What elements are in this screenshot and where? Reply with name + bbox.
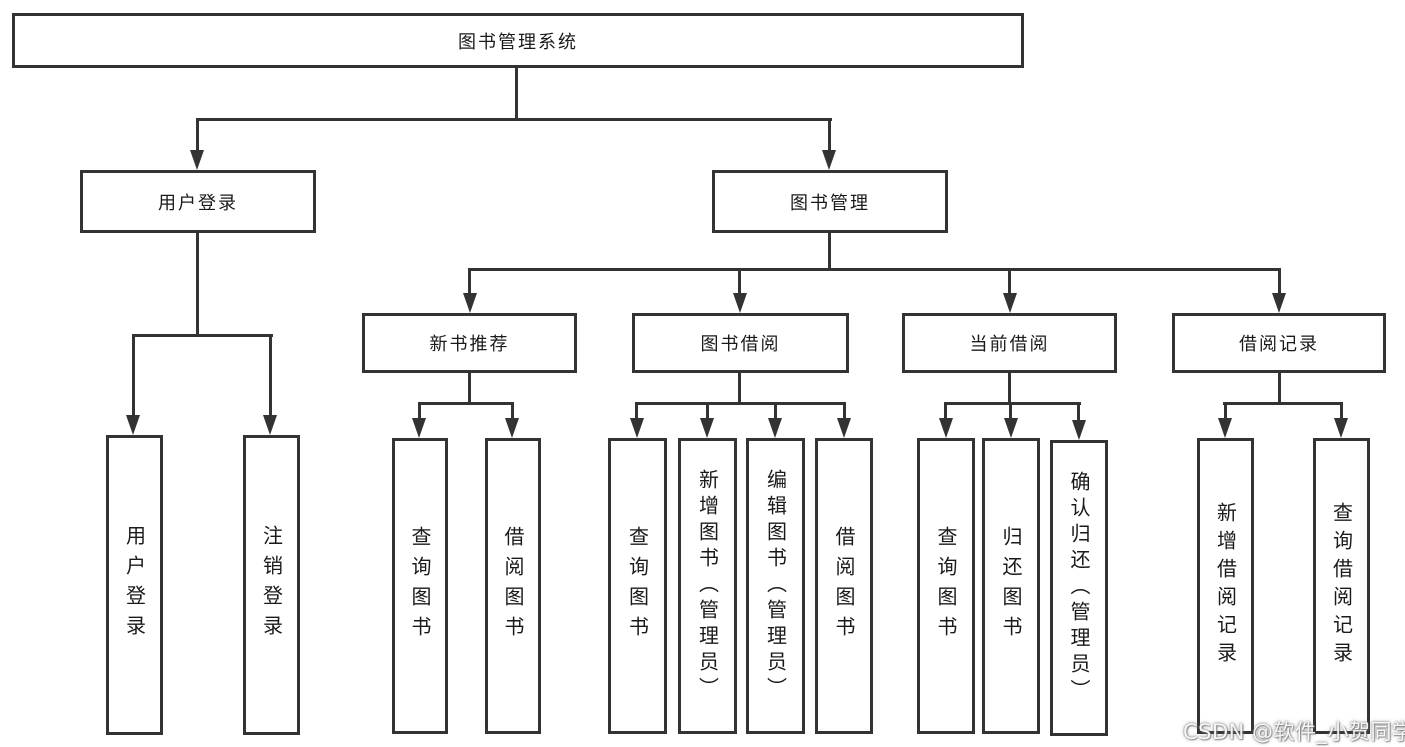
connector-line xyxy=(1008,373,1011,404)
connector-line xyxy=(196,121,199,151)
leaf-cb-query-book: 查询图书 xyxy=(917,438,975,734)
arrowhead-down-icon xyxy=(412,418,426,438)
csdn-watermark: CSDN @软件_小贺同学 xyxy=(1183,720,1405,744)
leaf-bb-query-book: 查询图书 xyxy=(608,438,667,734)
connector-line xyxy=(774,405,777,418)
leaf-bb-borrow-book-label: 借阅图书 xyxy=(832,526,856,646)
connector-line xyxy=(635,402,846,405)
arrowhead-down-icon xyxy=(1072,420,1086,440)
arrowhead-down-icon xyxy=(733,293,747,313)
arrowhead-down-icon xyxy=(1003,293,1017,313)
node-user-login-label: 用户登录 xyxy=(158,192,238,214)
arrowhead-down-icon xyxy=(822,150,836,170)
connector-line xyxy=(468,268,1281,271)
leaf-nb-borrow-book-label: 借阅图书 xyxy=(501,526,525,646)
connector-line xyxy=(843,405,846,418)
arrowhead-down-icon xyxy=(939,418,953,438)
leaf-bb-edit-book-label: 编辑图书（管理员） xyxy=(763,469,788,703)
leaf-logout-label: 注销登录 xyxy=(259,525,284,645)
connector-line xyxy=(828,121,831,151)
connector-line xyxy=(738,373,741,404)
node-book-management: 图书管理 xyxy=(712,170,948,233)
connector-line xyxy=(132,334,273,337)
leaf-bb-borrow-book: 借阅图书 xyxy=(815,438,873,734)
leaf-user-login: 用户登录 xyxy=(106,435,163,735)
connector-line xyxy=(468,373,471,404)
connector-line xyxy=(269,337,272,415)
connector-line xyxy=(1223,402,1343,405)
connector-line xyxy=(1008,271,1011,294)
connector-line xyxy=(1340,405,1343,418)
leaf-cb-confirm-return: 确认归还（管理员） xyxy=(1050,440,1108,736)
connector-line xyxy=(944,405,947,418)
connector-line xyxy=(196,233,199,336)
leaf-bb-add-book-label: 新增图书（管理员） xyxy=(695,469,720,703)
connector-line xyxy=(418,402,514,405)
connector-line xyxy=(1077,405,1080,420)
arrowhead-down-icon xyxy=(505,418,519,438)
arrowhead-down-icon xyxy=(263,415,277,435)
connector-line xyxy=(635,405,638,418)
node-new-book-recommend: 新书推荐 xyxy=(362,313,577,373)
connector-line xyxy=(706,405,709,418)
leaf-bb-query-book-label: 查询图书 xyxy=(625,526,650,646)
leaf-br-query-record-label: 查询借阅记录 xyxy=(1329,502,1354,670)
connector-line xyxy=(1278,373,1281,404)
node-root: 图书管理系统 xyxy=(12,13,1024,68)
connector-line xyxy=(468,271,471,294)
arrowhead-down-icon xyxy=(837,418,851,438)
connector-line xyxy=(1009,405,1012,418)
arrowhead-down-icon xyxy=(1004,418,1018,438)
arrowhead-down-icon xyxy=(700,418,714,438)
arrowhead-down-icon xyxy=(630,418,644,438)
node-current-borrow-label: 当前借阅 xyxy=(969,334,1050,355)
connector-line xyxy=(418,405,421,418)
connector-line xyxy=(738,271,741,294)
arrowhead-down-icon xyxy=(1218,418,1232,438)
node-user-login: 用户登录 xyxy=(80,170,316,233)
connector-line xyxy=(196,118,832,121)
node-book-management-label: 图书管理 xyxy=(790,192,870,214)
leaf-cb-confirm-return-label: 确认归还（管理员） xyxy=(1067,471,1091,705)
node-book-borrow-label: 图书借阅 xyxy=(700,334,781,355)
leaf-nb-query-book: 查询图书 xyxy=(392,438,448,734)
connector-line xyxy=(828,233,831,270)
node-current-borrow: 当前借阅 xyxy=(902,313,1117,373)
connector-line xyxy=(515,68,518,120)
arrowhead-down-icon xyxy=(1334,418,1348,438)
node-root-label: 图书管理系统 xyxy=(458,31,578,53)
leaf-cb-return-book: 归还图书 xyxy=(982,438,1040,734)
node-new-book-recommend-label: 新书推荐 xyxy=(429,334,510,355)
leaf-nb-borrow-book: 借阅图书 xyxy=(485,438,541,734)
arrowhead-down-icon xyxy=(768,418,782,438)
connector-line xyxy=(944,402,1081,405)
arrowhead-down-icon xyxy=(1272,293,1286,313)
arrowhead-down-icon xyxy=(463,293,477,313)
arrowhead-down-icon xyxy=(126,415,140,435)
leaf-logout: 注销登录 xyxy=(243,435,300,735)
leaf-br-add-record-label: 新增借阅记录 xyxy=(1213,502,1238,670)
leaf-br-query-record: 查询借阅记录 xyxy=(1313,438,1370,734)
node-book-borrow: 图书借阅 xyxy=(632,313,849,373)
leaf-nb-query-book-label: 查询图书 xyxy=(408,526,432,646)
node-borrow-record: 借阅记录 xyxy=(1172,313,1386,373)
leaf-user-login-label: 用户登录 xyxy=(122,525,147,645)
node-borrow-record-label: 借阅记录 xyxy=(1239,334,1319,355)
connector-line xyxy=(132,337,135,415)
leaf-br-add-record: 新增借阅记录 xyxy=(1197,438,1254,734)
connector-line xyxy=(1278,271,1281,294)
connector-line xyxy=(1224,405,1227,418)
leaf-bb-add-book: 新增图书（管理员） xyxy=(678,438,737,734)
connector-line xyxy=(511,405,514,418)
arrowhead-down-icon xyxy=(190,150,204,170)
leaf-bb-edit-book: 编辑图书（管理员） xyxy=(746,438,805,734)
leaf-cb-query-book-label: 查询图书 xyxy=(934,526,958,646)
leaf-cb-return-book-label: 归还图书 xyxy=(999,526,1023,646)
